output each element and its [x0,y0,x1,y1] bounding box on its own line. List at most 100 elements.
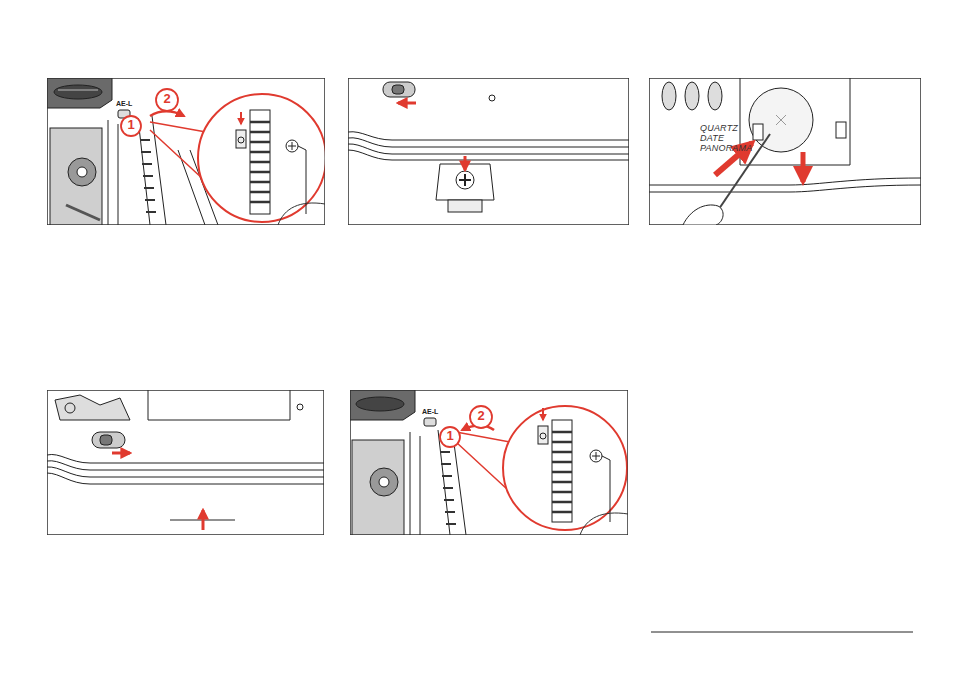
panel-close-door-part [370,468,398,496]
panel-close-door-part [456,432,510,490]
panel-close-door [350,390,628,535]
panel-close-door-part [410,432,420,535]
panel-bottom-lid-part [348,138,629,147]
panel-bottom-close-part [47,390,324,535]
button-label: AE-L [422,408,438,416]
panel-bottom-close-part [47,461,324,470]
panel-open-door-part [121,116,141,136]
panel-open-door-part [198,94,325,222]
panel-close-door-part [542,408,544,420]
panel-bottom-lid-part [398,102,416,105]
callout-number: 2 [156,89,178,111]
panel-open-door-part [47,78,325,225]
panel-close-door-part [356,397,404,411]
panel-bottom-lid-part [392,85,404,94]
brand-label: QUARTZ DATE PANORAMA [700,123,764,153]
panel-bottom-lid-part [348,132,629,140]
panel-open-door-part [47,78,325,225]
panel-open-door-part [236,130,246,148]
panel-bottom-close-part [112,452,130,455]
panel-close-door-part [379,477,389,487]
panel-close-door-part [470,406,492,428]
panel-battery-part [685,82,699,110]
panel-close-door-part [350,390,415,420]
panel-bottom-close-part [100,435,112,445]
panel-bottom-close-part [47,454,324,463]
panel-close-door-part [438,428,466,535]
panel-close-door-part [440,452,456,524]
panel-battery-part [836,122,846,138]
panel-battery-part [708,82,722,110]
panel-bottom-lid [348,78,629,225]
panel-bottom-close-part [47,467,324,477]
callout-number: 1 [120,115,142,137]
panel-battery-part [740,78,850,165]
panel-open-door-part [54,85,102,99]
callout-number: 1 [439,426,461,448]
panel-bottom-close-part [47,390,324,535]
panel-close-door-part [424,418,436,426]
panel-bottom-close-part [47,473,324,484]
panel-battery-part [749,88,813,152]
panel-open-door-part [50,128,102,225]
panel-battery-part [662,82,676,110]
panel-open-door-part [286,140,298,152]
panel-open-door-part [140,140,156,212]
panel-bottom-lid-part [459,174,471,186]
panel-close-door-part [540,433,546,439]
panel-bottom-close-part [65,403,75,413]
panel-open-door-part [156,89,178,111]
panel-battery-part [649,78,921,225]
panel-bottom-lid-part [348,150,629,160]
panel-open-door-part [66,205,100,220]
panel-open-door-part [108,120,118,225]
panel-close-door-part [602,456,610,522]
panel-bottom-lid-part [489,95,495,101]
panel-open-door-part [68,158,96,186]
callout-number: 2 [470,406,492,428]
panel-close-door-part [552,420,572,522]
panel-bottom-lid-part [464,156,467,170]
panel-close-door-part [350,390,628,535]
panel-bottom-close [47,390,324,535]
panel-open-door-part [288,142,296,150]
panel-close-door-part [592,452,600,460]
panel-battery-part [753,124,763,140]
panel-open-door-part [250,122,270,202]
panel-close-door-part [590,450,602,462]
panel-battery [649,78,921,225]
panel-close-door-part [503,406,627,530]
panel-bottom-close-part [297,404,303,410]
panel-open-door-part [150,112,184,117]
panel-open-door-part [278,203,325,225]
panel-battery-part [683,205,723,225]
panel-bottom-lid-part [383,82,415,97]
footer-rule [651,632,913,633]
panel-battery-part [649,178,921,185]
panel-bottom-close-part [92,432,125,448]
panel-bottom-lid-part [348,144,629,154]
panel-battery-part [801,152,806,182]
panel-battery-part [776,115,786,125]
panel-bottom-lid-part [448,200,482,212]
panel-bottom-close-part [55,395,130,420]
panel-bottom-lid-part [348,78,629,225]
panel-bottom-lid-part [456,171,474,189]
panel-close-door-part [552,432,572,512]
panel-bottom-close-part [202,510,205,530]
panel-battery-part [649,78,921,225]
button-label: AE-L [116,100,132,108]
panel-close-door-part [352,440,404,535]
panel-close-door-part [580,513,628,535]
panel-open-door-part [77,167,87,177]
panel-open-door [47,78,325,225]
panel-bottom-close-part [148,390,290,420]
panel-open-door-part [250,110,270,214]
panel-close-door-part [538,426,548,444]
panel-open-door-part [58,90,98,91]
panel-battery-part [649,185,921,192]
panel-open-door-part [47,78,112,108]
panel-open-door-part [238,137,244,143]
